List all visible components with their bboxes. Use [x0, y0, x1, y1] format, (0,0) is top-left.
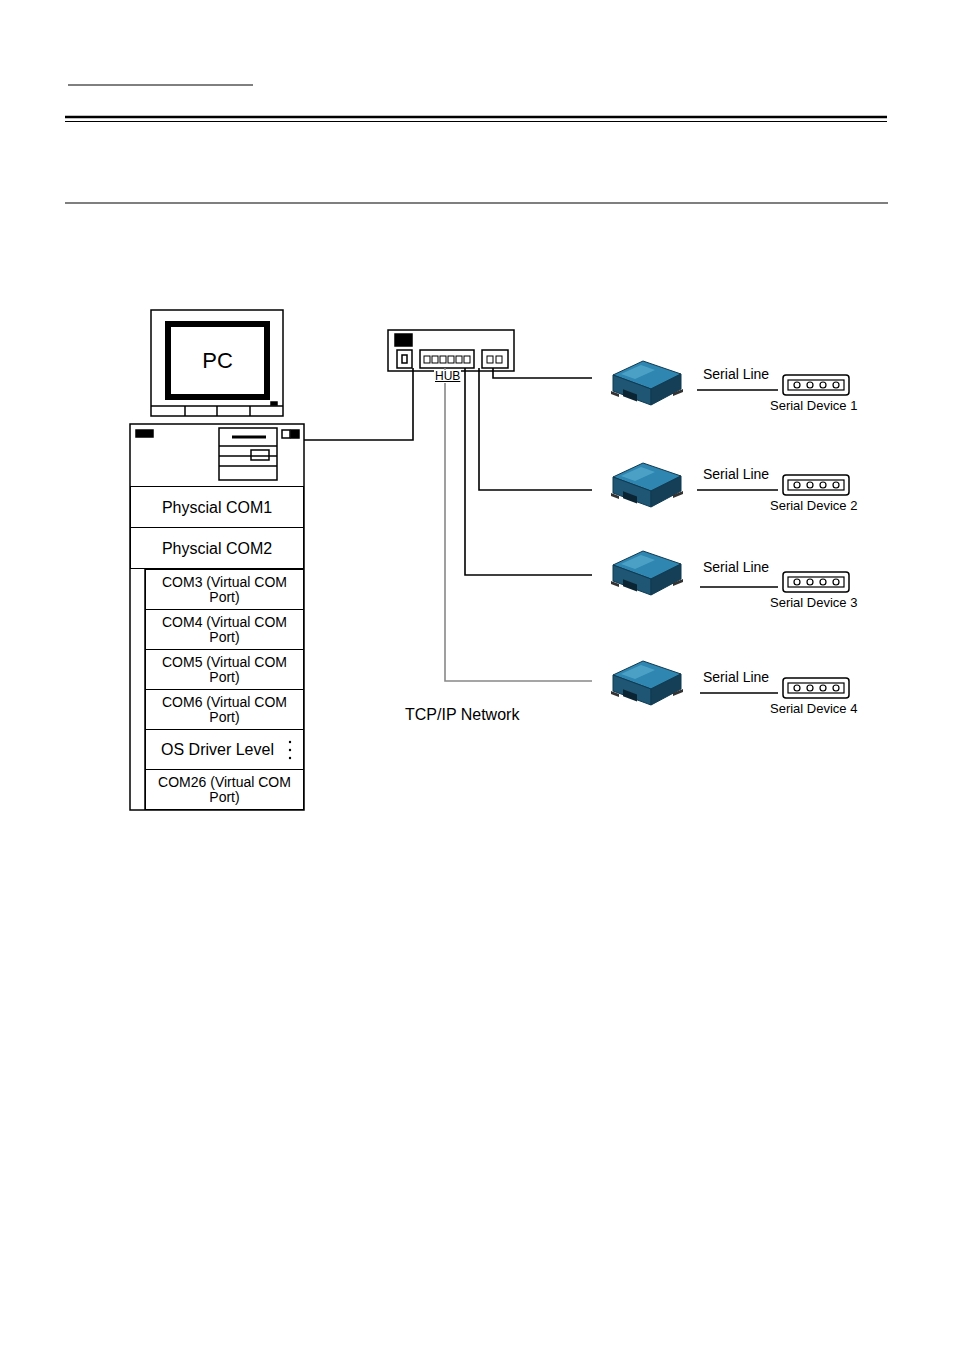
connector-pin — [833, 685, 839, 691]
node-text: PC — [202, 350, 233, 371]
header-rule — [65, 121, 887, 122]
com-port-box: OS Driver Level — [145, 729, 304, 770]
monitor — [151, 310, 283, 416]
serial-line-label: Serial Line — [701, 669, 771, 685]
hub-box: HUB — [388, 330, 514, 371]
connector-face — [788, 380, 844, 390]
device-label: Serial Device 4 — [770, 702, 857, 716]
connector-pin — [807, 382, 813, 388]
com-port-box: COM5 (Virtual COM Port) — [145, 649, 304, 690]
device-server — [611, 463, 683, 507]
connector-face — [788, 683, 844, 693]
header-rule — [65, 202, 888, 203]
connector-pin — [820, 482, 826, 488]
device-server — [611, 361, 683, 405]
serial-line-label: Serial Line — [701, 366, 771, 382]
connector-face — [788, 577, 844, 587]
connector-shell — [783, 572, 849, 592]
network-cable — [304, 368, 592, 681]
device-label: Serial Device 1 — [770, 399, 857, 413]
serial-device: Serial Device 1 — [768, 371, 864, 415]
node-text: COM6 (Virtual COM Port) — [150, 695, 299, 725]
connector-pin — [820, 579, 826, 585]
header-rule — [68, 85, 253, 86]
com-port-box: Physcial COM1 — [130, 486, 304, 528]
header-rule — [65, 116, 887, 119]
serial-line-label: Serial Line — [701, 466, 771, 482]
com-port-box: COM6 (Virtual COM Port) — [145, 689, 304, 730]
serial-device: Serial Device 2 — [768, 471, 864, 515]
connector-pin — [833, 579, 839, 585]
node-text: OS Driver Level — [161, 741, 274, 758]
node-text: COM5 (Virtual COM Port) — [150, 655, 299, 685]
com-port-box: COM3 (Virtual COM Port) — [145, 569, 304, 610]
node-text: COM3 (Virtual COM Port) — [150, 575, 299, 605]
connector-pin — [833, 482, 839, 488]
node-text: Physcial COM1 — [162, 499, 272, 516]
hub — [388, 330, 514, 371]
connector-pin — [807, 482, 813, 488]
serial-line — [697, 390, 778, 693]
connector-pin — [833, 382, 839, 388]
connector-pin — [794, 685, 800, 691]
device-server — [611, 551, 683, 595]
connector-shell — [783, 475, 849, 495]
serial-device: Serial Device 3 — [768, 568, 864, 612]
ellipsis-dots — [289, 741, 291, 759]
device-label: Serial Device 2 — [770, 499, 857, 513]
connector-pin — [807, 685, 813, 691]
serial-line-label: Serial Line — [701, 559, 771, 575]
com-port-box: Physcial COM2 — [130, 527, 304, 569]
serial-device: Serial Device 4 — [768, 674, 864, 718]
connector-pin — [820, 685, 826, 691]
device-label: Serial Device 3 — [770, 596, 857, 610]
monitor-screen: PC — [165, 321, 270, 400]
device-server — [611, 661, 683, 705]
serial-connector — [782, 373, 852, 397]
pc-tower — [130, 424, 304, 810]
connector-face — [788, 480, 844, 490]
connector-pin — [794, 382, 800, 388]
connector-shell — [783, 678, 849, 698]
com-port-box: COM4 (Virtual COM Port) — [145, 609, 304, 650]
hub-label: HUB — [434, 370, 461, 383]
connector-pin — [794, 579, 800, 585]
connector-pin — [794, 482, 800, 488]
serial-connector — [782, 676, 852, 700]
connector-pin — [820, 382, 826, 388]
com-port-box: COM26 (Virtual COM Port) — [145, 769, 304, 810]
serial-connector — [782, 570, 852, 594]
connector-pin — [807, 579, 813, 585]
hub-ports — [424, 356, 502, 363]
node-text: COM4 (Virtual COM Port) — [150, 615, 299, 645]
network-label: TCP/IP Network — [403, 706, 521, 724]
connector-shell — [783, 375, 849, 395]
node-text: Physcial COM2 — [162, 540, 272, 557]
node-text: COM26 (Virtual COM Port) — [150, 775, 299, 805]
serial-connector — [782, 473, 852, 497]
